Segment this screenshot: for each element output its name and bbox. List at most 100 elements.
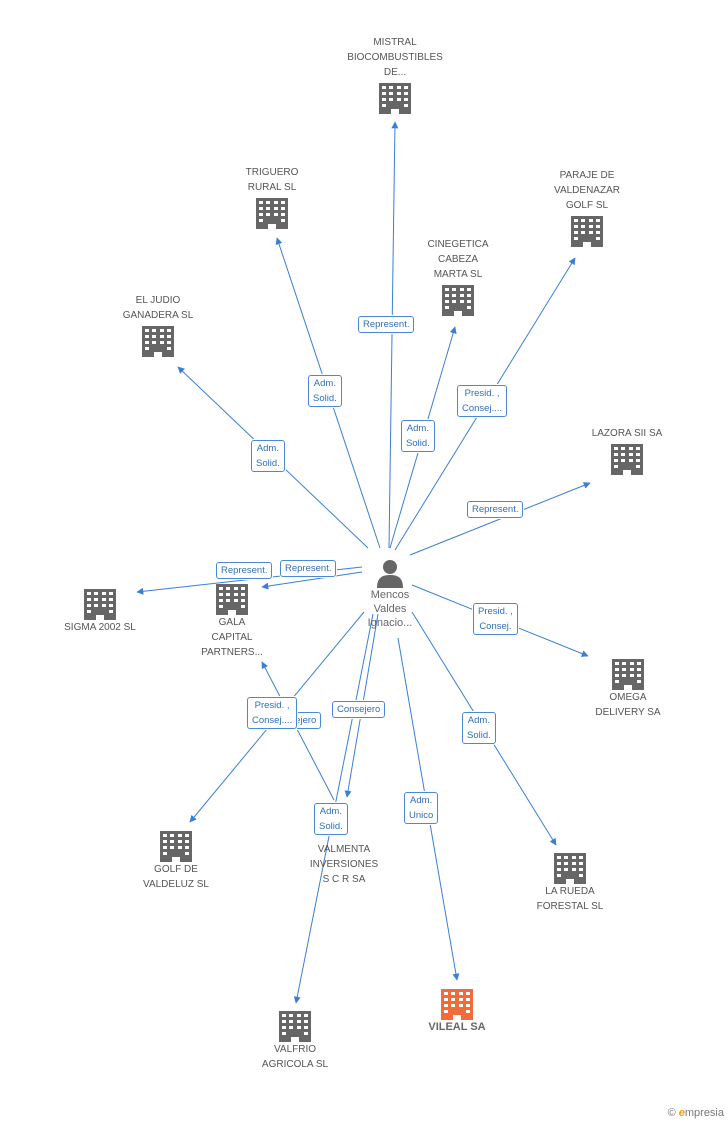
building-icon [612,659,644,690]
role-label-text: Solid. [319,821,343,832]
company-valfrio[interactable]: VALFRIO AGRICOLA SL [235,1008,355,1072]
building-icon [84,589,116,620]
building-icon [160,831,192,862]
company-eljudio[interactable]: EL JUDIO GANADERA SL [98,293,218,357]
role-label-sigma[interactable]: Represent. [216,562,273,579]
company-name-line: GOLF SL [565,200,609,211]
building-icon [442,285,474,316]
brand-initial: e [678,1107,685,1119]
company-paraje[interactable]: PARAJE DE VALDENAZAR GOLF SL [527,168,647,247]
role-label-text: Presid. , [464,388,500,399]
building-icon [571,216,603,247]
company-cinegetica[interactable]: CINEGETICA CABEZA MARTA SL [398,237,518,316]
building-icon [216,584,248,615]
company-valmenta[interactable]: VALMENTA INVERSIONES S C R SA [284,842,404,887]
role-label-text: Represent. [285,563,332,574]
company-lazora[interactable]: LAZORA SII SA [567,426,687,475]
role-label-text: Represent. [472,504,519,515]
company-triguero[interactable]: TRIGUERO RURAL SL [212,165,332,229]
role-label-cinegetica[interactable]: Adm.Solid. [401,420,435,452]
company-name-line: OMEGA [609,692,647,703]
company-name-line: GOLF DE [154,864,198,875]
company-vileal[interactable]: VILEAL SA [397,986,517,1035]
role-label-valfrio[interactable]: Adm. Solid. [314,803,348,835]
role-label-text: Unico [409,810,434,821]
person-name-line: Ignacio... [367,617,413,629]
company-name-line: CABEZA [437,254,478,265]
company-larueda[interactable]: LA RUEDA FORESTAL SL [510,850,630,914]
role-label-valmenta[interactable]: Consejero [332,701,386,718]
edge-lazora [409,482,591,556]
company-name-line: VILEAL SA [428,1021,486,1033]
role-label-text: Solid. [313,393,337,404]
person-name-line: Mencos [370,589,410,601]
role-label-text: Solid. [467,730,491,741]
person-node[interactable]: Mencos Valdes Ignacio... [345,558,435,630]
building-icon [554,853,586,884]
building-icon [142,326,174,357]
company-name-line: INVERSIONES [309,859,379,870]
brand-name: mpresia [684,1107,724,1119]
copyright-symbol: © [667,1107,676,1119]
building-icon [279,1011,311,1042]
company-name-line: LAZORA SII SA [591,428,663,439]
company-name-line: DE... [383,67,407,78]
building-icon [441,989,473,1020]
empresia-watermark: © empresia [668,1107,724,1119]
role-label-mistral[interactable]: Represent. [358,316,415,333]
company-name-line: MISTRAL [373,37,417,48]
company-name-line: GANADERA SL [122,310,194,321]
company-sigma[interactable]: SIGMA 2002 SL [40,586,160,635]
role-label-paraje[interactable]: Presid. , Consej.... [457,385,508,417]
role-label-text: Adm. [319,806,342,817]
company-name-line: AGRICOLA SL [261,1059,329,1070]
role-label-vileal[interactable]: Adm. Unico [404,792,439,824]
company-name-line: RURAL SL [247,182,297,193]
company-omega[interactable]: OMEGA DELIVERY SA [568,656,688,720]
role-label-text: Represent. [363,319,410,330]
building-icon [611,444,643,475]
company-name-line: MARTA SL [433,269,483,280]
role-label-eljudio[interactable]: Adm. Solid. [251,440,285,472]
company-name-line: BIOCOMBUSTIBLES [347,52,443,63]
role-label-larueda[interactable]: Adm. Solid. [462,712,496,744]
company-name-line: FORESTAL SL [536,901,604,912]
role-label-golf[interactable]: Presid. , Consej.... [247,697,298,729]
company-name-line: CAPITAL [211,632,253,643]
company-name-line: SIGMA 2002 SL [64,622,136,633]
company-name-line: DELIVERY SA [595,707,661,718]
role-label-lazora[interactable]: Represent. [467,501,524,518]
role-label-text: Presid. , [254,700,290,711]
person-name-line: Valdes [373,603,407,615]
company-name-line: EL JUDIO [135,295,181,306]
role-label-text: Consejero [337,704,381,715]
role-label-text: Presid. , [478,606,513,617]
company-name-line: S C R SA [322,874,366,885]
role-label-text: Represent. [221,565,268,576]
role-label-text: Solid. [406,438,430,449]
role-label-triguero[interactable]: Adm. Solid. [308,375,342,407]
role-label-text: Adm. [313,378,336,389]
company-name-line: VALDELUZ SL [143,879,209,890]
role-label-text: Adm. [467,715,490,726]
company-name-line: PARTNERS... [201,647,263,658]
role-label-text: Adm. [256,443,279,454]
role-label-text: Consej.... [462,403,503,414]
company-mistral[interactable]: MISTRAL BIOCOMBUSTIBLES DE... [335,35,455,114]
company-name-line: CINEGETICA [427,239,489,250]
company-name-line: VALDENAZAR [554,185,620,196]
company-golf[interactable]: GOLF DE VALDELUZ SL [116,828,236,892]
building-icon [256,198,288,229]
person-icon [377,560,403,588]
role-label-text: Consej. [479,621,512,632]
edge-golf-back [261,661,335,801]
role-label-text: Adm. [410,795,433,806]
role-label-gala[interactable]: Represent. [280,560,337,577]
company-name-line: TRIGUERO [245,167,299,178]
company-gala[interactable]: GALA CAPITAL PARTNERS... [172,581,292,660]
role-label-text: Solid. [256,458,280,469]
role-label-text: Consej.... [252,715,293,726]
role-label-omega[interactable]: Presid. , Consej. [473,603,518,635]
company-name-line: VALMENTA [317,844,371,855]
edge-gala [261,571,363,590]
